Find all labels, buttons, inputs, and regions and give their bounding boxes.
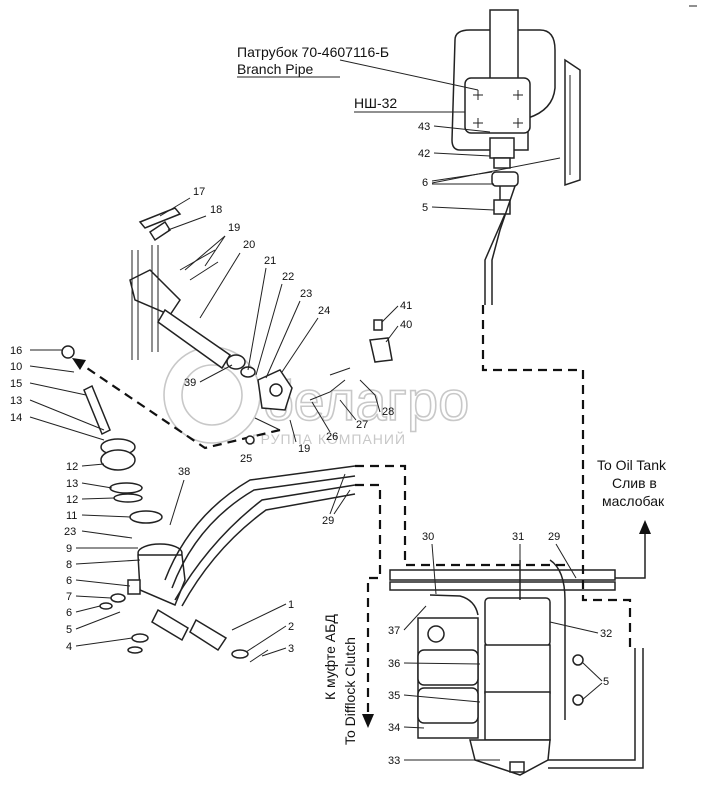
callout-43: 43: [418, 121, 430, 133]
callout-6b: 6: [66, 607, 72, 619]
distributor-assembly: [389, 559, 644, 776]
oil-tank-label-ru-2: маслобак: [602, 493, 665, 509]
pipe-lower-2: [181, 493, 356, 607]
callout-15: 15: [10, 378, 22, 390]
callout-40: 40: [400, 319, 412, 331]
pipe-upper: [164, 465, 356, 581]
callout-21: 21: [264, 255, 276, 267]
callout-5c: 5: [422, 202, 428, 214]
callout-25: 25: [240, 453, 252, 465]
callout-7: 7: [66, 591, 72, 603]
callout-6a: 6: [66, 575, 72, 587]
callout-1: 1: [288, 599, 294, 611]
callout-14: 14: [10, 412, 22, 424]
callout-23a: 23: [64, 526, 76, 538]
callout-9: 9: [66, 543, 72, 555]
clutch-label-ru: К муфте АБД: [322, 614, 338, 700]
oil-tank-label-en: To Oil Tank: [597, 457, 667, 473]
callout-35: 35: [388, 690, 400, 702]
clutch-label-en: To Difflock Clutch: [342, 637, 358, 745]
callout-10: 10: [10, 361, 22, 373]
callout-11: 11: [66, 510, 77, 522]
callout-4: 4: [66, 641, 72, 653]
callout-12a: 12: [66, 461, 78, 473]
watermark-sub: ГРУППА КОМПАНИЙ: [252, 430, 406, 447]
flow-lines: [72, 305, 651, 728]
callout-13b: 13: [66, 478, 78, 490]
valve-stack: [61, 345, 269, 663]
captions: Патрубок 70-4607116-Б Branch Pipe НШ-32 …: [237, 44, 667, 745]
callout-34: 34: [388, 722, 400, 734]
callout-27: 27: [356, 419, 368, 431]
watermark: белагро ГРУППА КОМПАНИЙ: [163, 346, 470, 447]
callout-39: 39: [184, 377, 196, 389]
callout-13a: 13: [10, 395, 22, 407]
callout-23b: 23: [300, 288, 312, 300]
callout-20: 20: [243, 239, 255, 251]
callouts: 43 42 6 5 17 18 19 20 21 22 23 24 39 41 …: [10, 121, 612, 767]
pump-assembly: [451, 9, 581, 305]
callout-6c: 6: [422, 177, 428, 189]
callout-31: 31: [512, 531, 524, 543]
callout-37: 37: [388, 625, 400, 637]
callout-30: 30: [422, 531, 434, 543]
callout-26: 26: [326, 431, 338, 443]
callout-28: 28: [382, 406, 394, 418]
callout-18: 18: [210, 204, 222, 216]
callout-2: 2: [288, 621, 294, 633]
callout-22: 22: [282, 271, 294, 283]
callout-29a: 29: [322, 515, 334, 527]
watermark-brand: белагро: [262, 369, 469, 432]
branch-pipe-label-ru: Патрубок 70-4607116-Б: [237, 44, 389, 60]
callout-38: 38: [178, 466, 190, 478]
callout-42: 42: [418, 148, 430, 160]
pump-label: НШ-32: [354, 95, 397, 111]
callout-8: 8: [66, 559, 72, 571]
callout-5a: 5: [66, 624, 72, 636]
callout-32: 32: [600, 628, 612, 640]
callout-17: 17: [193, 186, 205, 198]
callout-3: 3: [288, 643, 294, 655]
callout-33: 33: [388, 755, 400, 767]
callout-16: 16: [10, 345, 22, 357]
callout-24: 24: [318, 305, 330, 317]
callout-41: 41: [400, 300, 412, 312]
callout-36: 36: [388, 658, 400, 670]
callout-5b: 5: [603, 676, 609, 688]
callout-19a: 19: [228, 222, 240, 234]
pipe-lower: [174, 484, 356, 601]
callout-29b: 29: [548, 531, 560, 543]
oil-tank-label-ru-1: Слив в: [612, 475, 657, 491]
callout-19b: 19: [298, 443, 310, 455]
callout-12b: 12: [66, 494, 78, 506]
branch-pipe-label-en: Branch Pipe: [237, 61, 313, 77]
pipe-upper-2: [171, 475, 356, 589]
